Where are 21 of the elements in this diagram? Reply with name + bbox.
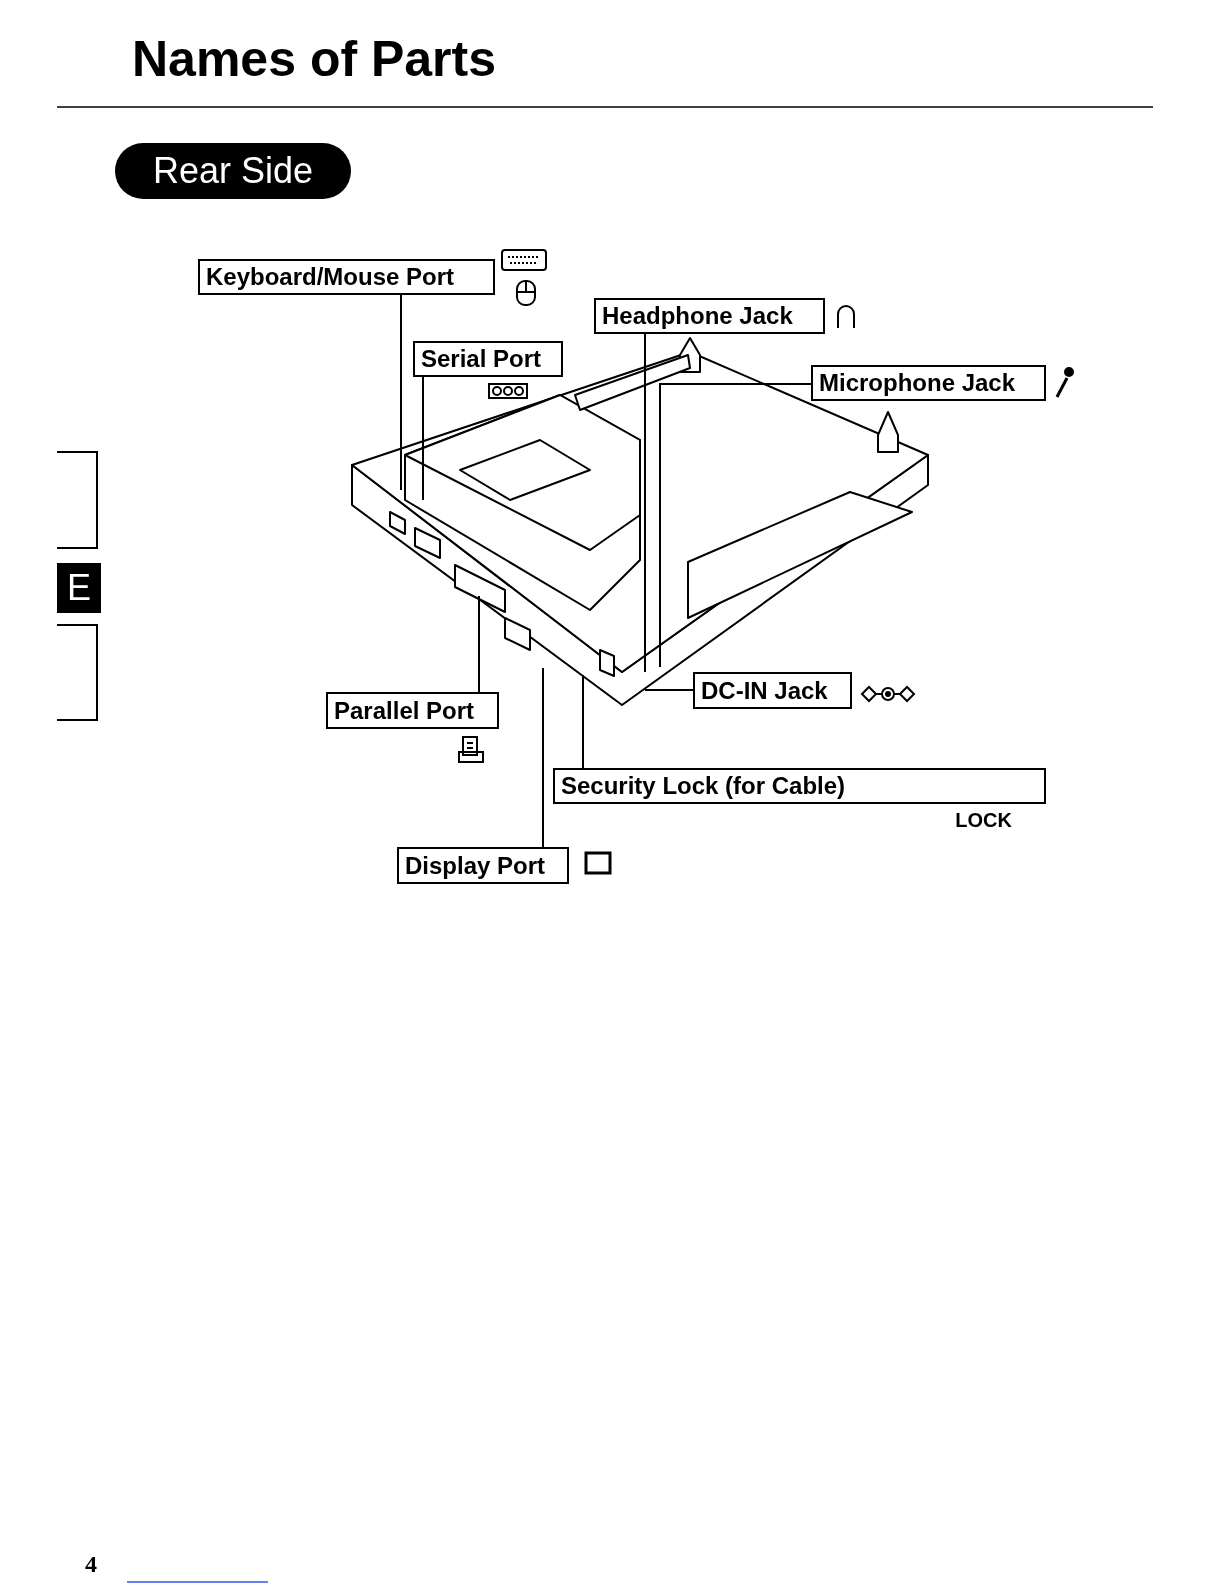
leader-line [644, 689, 694, 691]
leader-line [478, 595, 480, 693]
leader-line [422, 376, 424, 501]
callout-label: Serial Port [413, 341, 563, 377]
leader-line [582, 674, 584, 769]
callout-label: Microphone Jack [811, 365, 1046, 401]
section-heading: Rear Side [115, 143, 351, 199]
leader-line [542, 667, 544, 848]
icon-caption: LOCK [955, 810, 1012, 830]
leader-line [659, 383, 812, 668]
callout-label: DC-IN Jack [693, 672, 852, 709]
page-title: Names of Parts [132, 34, 497, 84]
callout-label: Security Lock (for Cable) [553, 768, 1046, 804]
callout-label: Parallel Port [326, 692, 499, 729]
leader-line [400, 294, 402, 491]
page-number: 4 [85, 1552, 97, 1576]
leader-line [644, 333, 646, 673]
section-tab: E [57, 563, 101, 613]
callout-label: Keyboard/Mouse Port [198, 259, 495, 295]
callout-label: Display Port [397, 847, 569, 884]
callout-label: Headphone Jack [594, 298, 825, 334]
